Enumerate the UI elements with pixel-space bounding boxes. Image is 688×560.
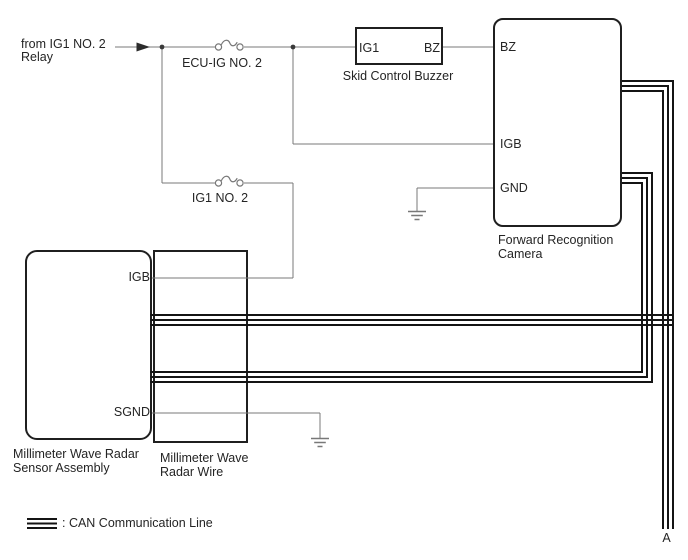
ground-icon-radar xyxy=(311,437,329,448)
junction-dots xyxy=(159,44,296,50)
radar-sensor-label: Millimeter Wave Radar Sensor Assembly xyxy=(13,447,139,475)
fuse-icon-ig1-no2 xyxy=(214,175,244,187)
millimeter-wave-radar-wire-box xyxy=(153,250,248,443)
camera-pin-igb: IGB xyxy=(500,137,522,151)
skid-control-buzzer-box xyxy=(355,27,443,65)
camera-label-line2: Camera xyxy=(498,247,543,261)
fuse-icon-ecu-ig-no2 xyxy=(214,39,244,51)
millimeter-wave-radar-sensor-box xyxy=(25,250,152,440)
source-label: from IG1 NO. 2 Relay xyxy=(21,38,106,64)
camera-label: Forward Recognition Camera xyxy=(498,233,613,261)
camera-label-line1: Forward Recognition xyxy=(498,233,614,247)
arrow-icon xyxy=(136,42,150,52)
radar-pin-sgnd: SGND xyxy=(113,405,150,419)
radar-wire-label-line1: Millimeter Wave xyxy=(160,451,249,465)
camera-pin-gnd: GND xyxy=(500,181,528,195)
source-label-line1: from IG1 NO. 2 xyxy=(21,37,106,51)
radar-wire-label-line2: Radar Wire xyxy=(160,465,224,479)
radar-sensor-label-line1: Millimeter Wave Radar xyxy=(13,447,139,461)
source-label-line2: Relay xyxy=(21,50,53,64)
camera-pin-bz: BZ xyxy=(500,40,516,54)
can-line-icon xyxy=(27,518,57,529)
can-lines xyxy=(150,80,674,529)
power-wires xyxy=(115,46,493,438)
buzzer-pin-bz: BZ xyxy=(424,41,440,55)
legend-text: : CAN Communication Line xyxy=(62,516,213,530)
radar-wire-label: Millimeter Wave Radar Wire xyxy=(160,451,248,479)
connector-a-label: A xyxy=(662,531,671,545)
buzzer-label: Skid Control Buzzer xyxy=(342,69,454,83)
fuse-label-ig1-no2: IG1 NO. 2 xyxy=(191,191,249,205)
forward-recognition-camera-box xyxy=(493,18,622,227)
buzzer-pin-ig1: IG1 xyxy=(359,41,380,55)
ground-icon-camera xyxy=(408,210,426,221)
radar-sensor-label-line2: Sensor Assembly xyxy=(13,461,110,475)
radar-pin-igb: IGB xyxy=(128,270,150,284)
fuse-label-ecu-ig-no2: ECU-IG NO. 2 xyxy=(182,56,262,70)
